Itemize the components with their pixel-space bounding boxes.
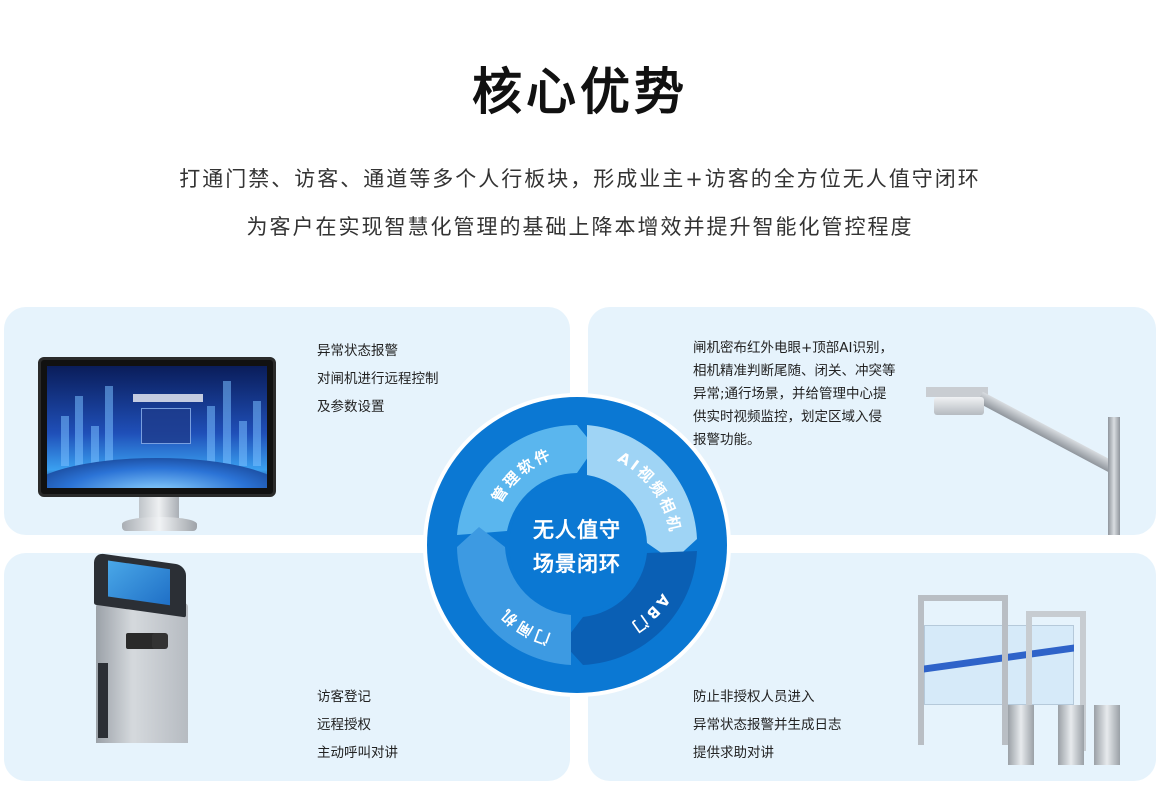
management-feature-list: 异常状态报警 对闸机进行远程控制 及参数设置 <box>317 337 439 421</box>
camera-image <box>934 397 984 415</box>
cycle-ring: 管理软件 AI视频相机 AB门 门闸机 <box>457 424 697 665</box>
feature-item: 供实时视频监控，划定区域入侵 <box>693 409 882 425</box>
feature-item: 主动呼叫对讲 <box>317 745 398 761</box>
kiosk-feature-list: 访客登记 远程授权 主动呼叫对讲 <box>317 683 398 767</box>
panel-management-software: 异常状态报警 对闸机进行远程控制 及参数设置 <box>4 307 570 535</box>
feature-item: 访客登记 <box>317 689 371 705</box>
subtitle-line-1: 打通门禁、访客、通道等多个人行板块，形成业主+访客的全方位无人值守闭环 <box>179 167 981 191</box>
panel-ai-camera: 闸机密布红外电眼+顶部AI识别， 相机精准判断尾随、闭关、冲突等 异常;通行场景… <box>588 307 1156 535</box>
camera-mount <box>926 387 988 397</box>
feature-item: 提供求助对讲 <box>693 745 774 761</box>
monitor-stand <box>139 497 179 519</box>
feature-item: 相机精准判断尾随、闭关、冲突等 <box>693 363 896 379</box>
cycle-segment-turnstile <box>457 527 571 665</box>
center-line-1: 无人值守 <box>533 518 621 542</box>
feature-item: 对闸机进行远程控制 <box>317 371 439 387</box>
page-title: 核心优势 <box>472 63 688 121</box>
feature-item: 闸机密布红外电眼+顶部AI识别， <box>693 340 894 356</box>
feature-item: 远程授权 <box>317 717 371 733</box>
cycle-segment-ai-camera <box>587 425 697 561</box>
monitor-image <box>38 357 276 497</box>
subtitle-line-2: 为客户在实现智慧化管理的基础上降本增效并提升智能化管控程度 <box>246 215 914 239</box>
cycle-center-label: 无人值守 场景闭环 <box>505 513 649 581</box>
feature-item: 报警功能。 <box>693 432 761 448</box>
feature-item: 异常状态报警 <box>317 343 398 359</box>
cycle-segment-ab-gate <box>563 551 697 665</box>
feature-item: 异常;通行场景，并给管理中心提 <box>693 386 887 402</box>
feature-item: 防止非授权人员进入 <box>693 689 815 705</box>
kiosk-image <box>96 603 188 743</box>
cycle-segment-management <box>457 424 595 535</box>
camera-pole <box>1108 417 1120 535</box>
camera-arm <box>977 391 1116 473</box>
gate-image <box>918 595 1120 765</box>
monitor-base <box>122 517 197 531</box>
gate-feature-list: 防止非授权人员进入 异常状态报警并生成日志 提供求助对讲 <box>693 683 842 767</box>
feature-item: 及参数设置 <box>317 399 385 415</box>
feature-item: 异常状态报警并生成日志 <box>693 717 842 733</box>
center-line-2: 场景闭环 <box>533 552 621 576</box>
camera-feature-list: 闸机密布红外电眼+顶部AI识别， 相机精准判断尾随、闭关、冲突等 异常;通行场景… <box>693 337 918 452</box>
